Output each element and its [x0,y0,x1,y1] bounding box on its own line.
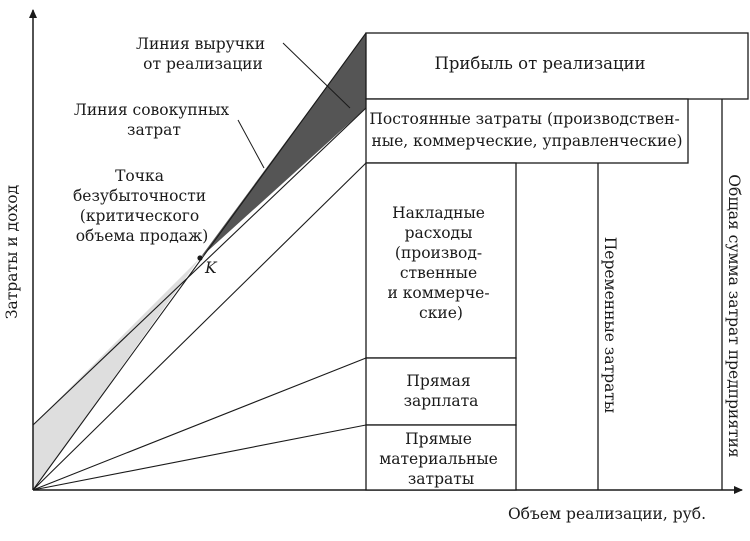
profit-box [365,32,749,100]
total-costs-label: Общая сумма затрат предприятия [725,174,743,457]
overhead-label-3: (производ- [395,244,482,262]
breakeven-label-2: безубыточности [73,187,206,205]
total-cost-leader [237,119,265,169]
overhead-label-1: Накладные [392,204,485,222]
direct-materials-label-3: затраты [408,470,474,488]
overhead-label: Накладные расходы (производ- ственные и … [387,204,494,322]
revenue-leader [282,42,351,109]
revenue-line-label-1: Линия выручки [136,35,265,53]
overhead-label-2: расходы [405,224,473,242]
variable-cost-line [32,162,367,491]
overhead-label-5: и коммерче- [387,284,489,302]
total-cost-line-label-2: затрат [127,121,181,139]
overhead-box [365,162,517,359]
total-cost-line [32,107,367,426]
fixed-costs-box [365,98,689,164]
total-cost-line-label: Линия совокупных затрат [74,101,234,139]
materials-line [32,424,367,491]
fixed-costs-label-2: ные, коммерческие, управленческие) [371,132,682,150]
breakeven-label-1: Точка [115,167,164,185]
breakeven-point [197,255,203,261]
variable-costs-label: Переменные затраты [601,237,619,413]
direct-wages-label: Прямая зарплата [404,372,479,410]
revenue-line-label: Линия выручки от реализации [136,35,270,73]
overhead-label-6: ские) [419,304,463,322]
direct-wages-label-2: зарплата [404,392,479,410]
total-cost-line-label-1: Линия совокупных [74,101,230,119]
breakeven-label-4: объема продаж) [76,227,209,245]
y-axis-label: Затраты и доход [3,185,21,319]
profit-label: Прибыль от реализации [434,54,645,73]
revenue-line [32,32,367,491]
direct-materials-box [365,424,517,491]
breakeven-point-label: K [204,259,218,277]
direct-materials-label-1: Прямые [405,430,472,448]
x-axis-label: Объем реализации, руб. [508,505,706,523]
fixed-costs-label-1: Постоянные затраты (производствен- [369,110,679,128]
direct-wages-label-1: Прямая [406,372,470,390]
revenue-line-label-2: от реализации [143,55,263,73]
breakeven-label: Точка безубыточности (критического объем… [73,167,211,245]
direct-materials-label-2: материальные [379,450,498,468]
direct-wages-box [365,357,517,426]
direct-materials-label: Прямые материальные затраты [379,430,503,488]
overhead-label-4: ственные [400,264,477,282]
fixed-costs-label: Постоянные затраты (производствен- ные, … [369,110,684,150]
wages-line [32,357,367,491]
breakeven-label-3: (критического [80,207,199,225]
